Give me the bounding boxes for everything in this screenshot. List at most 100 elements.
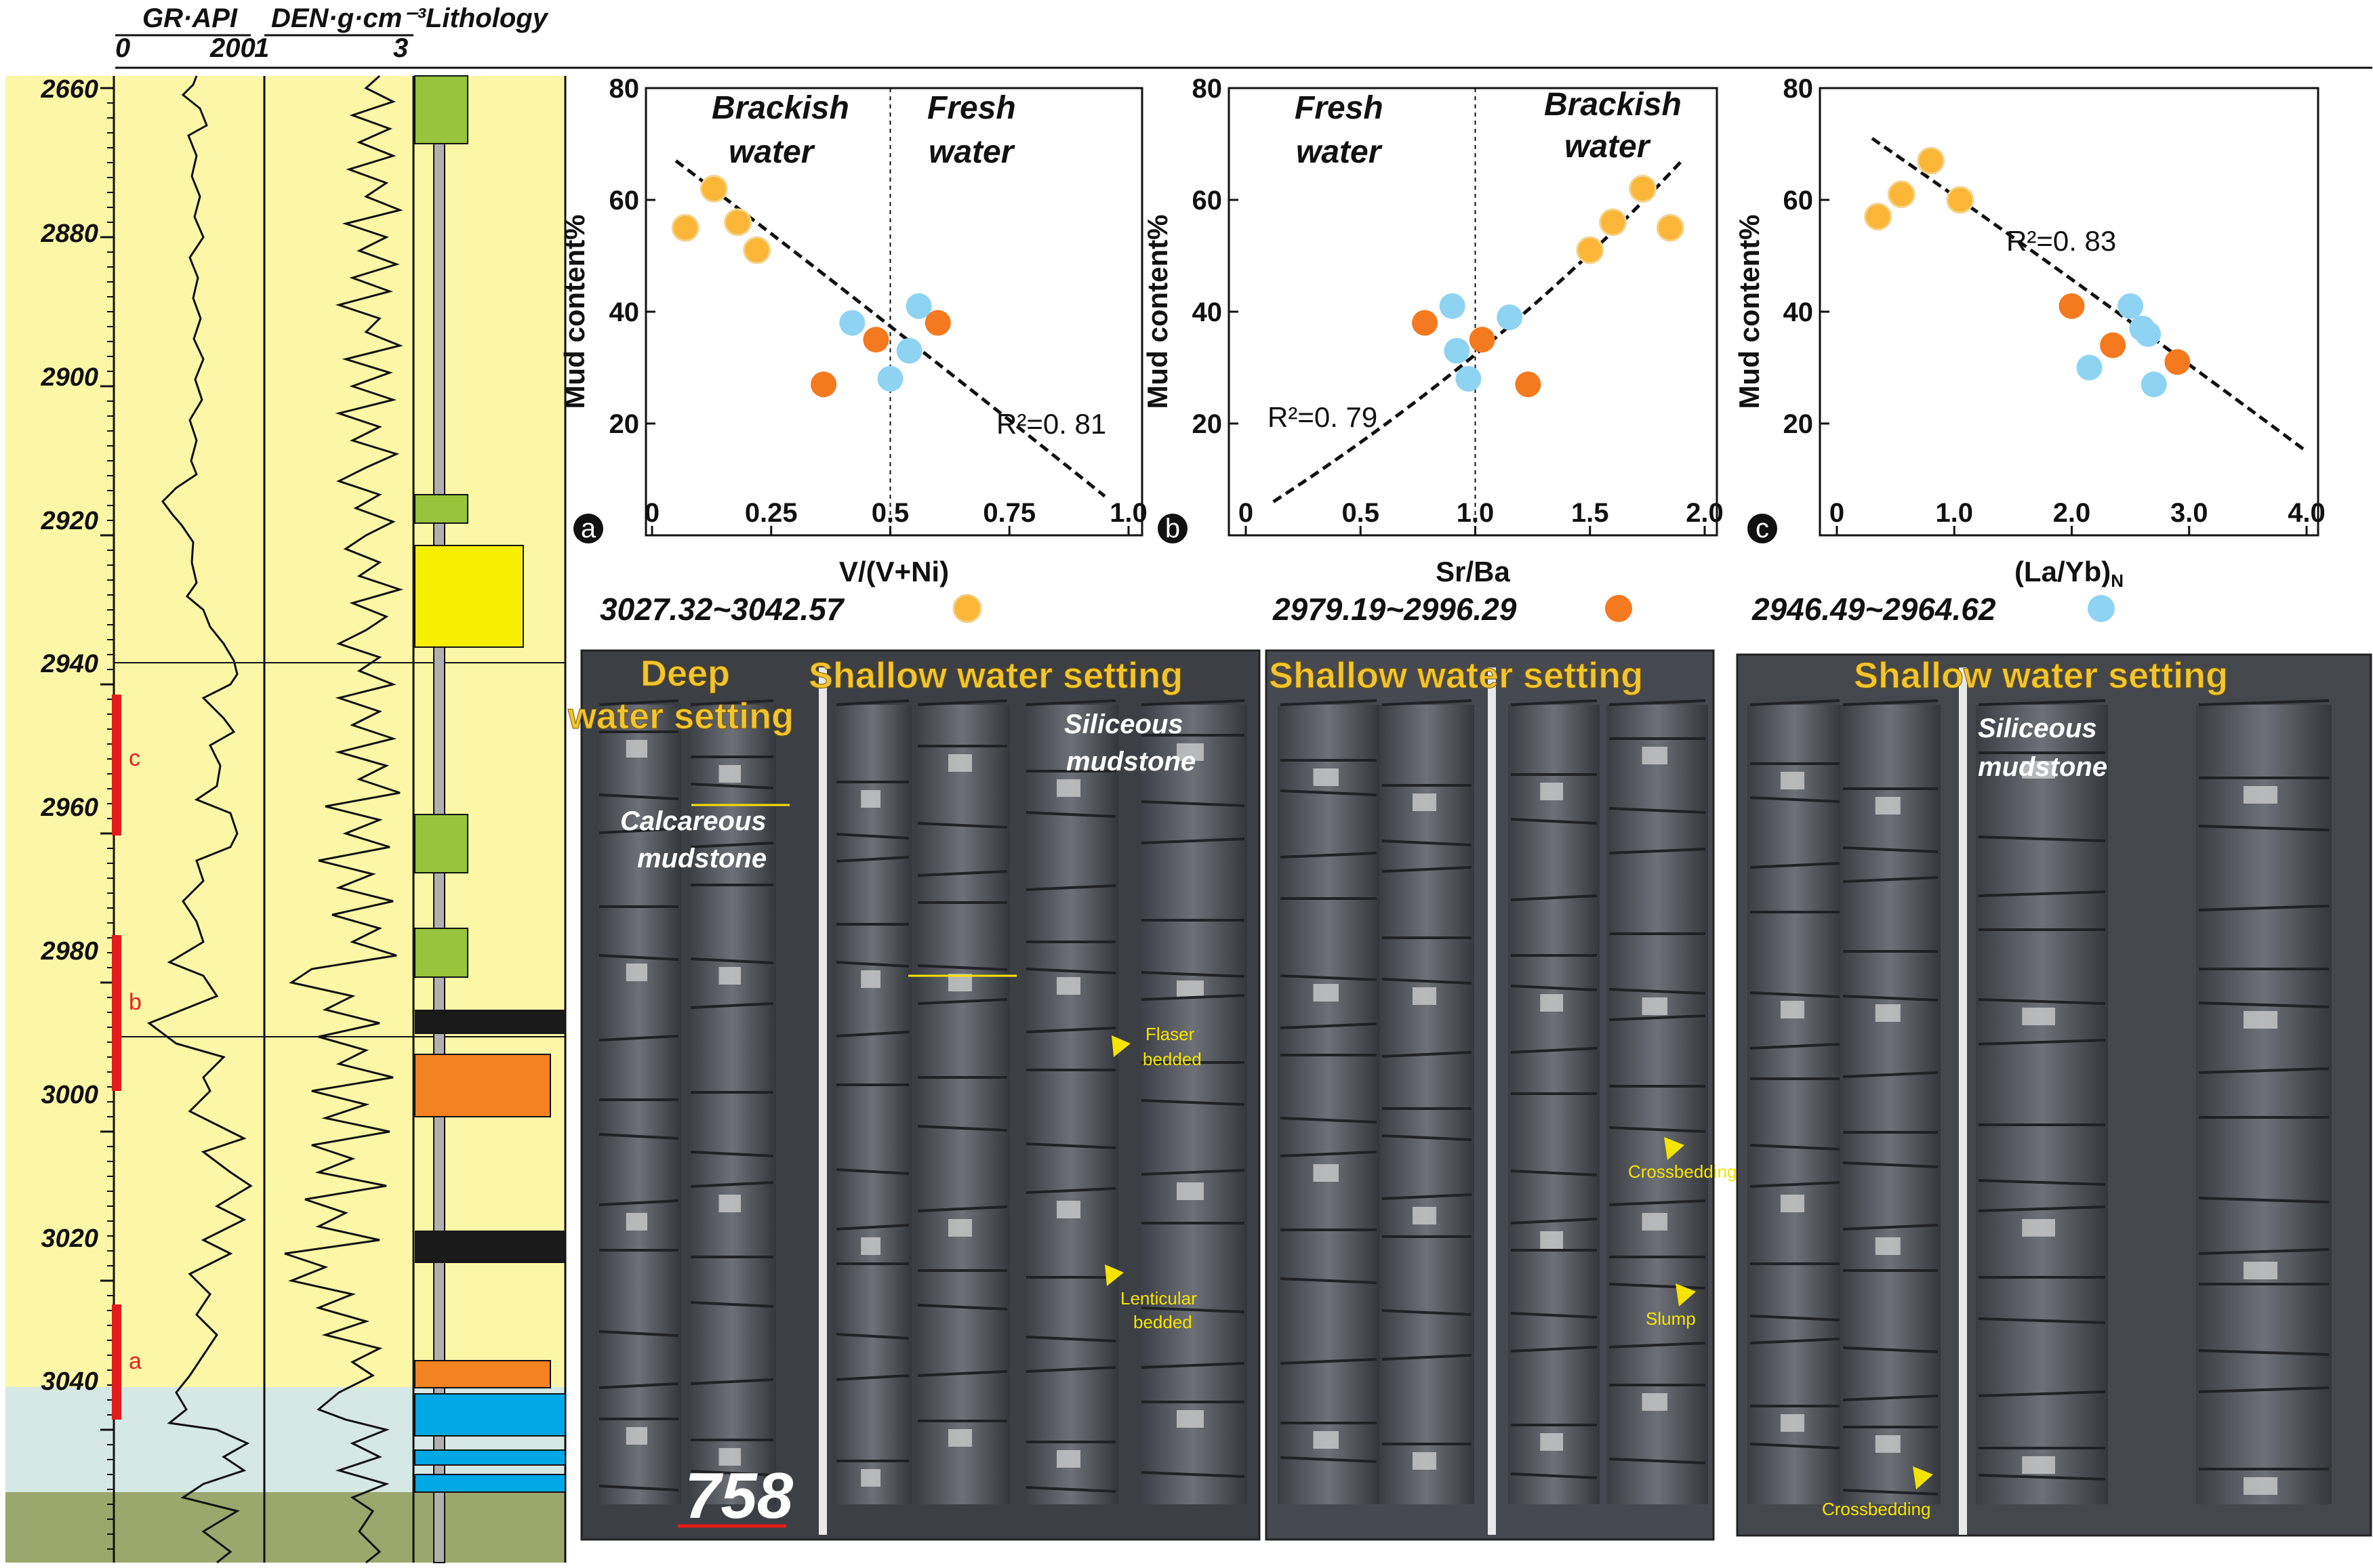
panel-letter-badge [1747, 514, 1777, 543]
core-column [1747, 699, 1842, 1504]
zone-label: water [1564, 129, 1651, 165]
panel-letter: b [1165, 514, 1180, 543]
data-point [1599, 208, 1627, 236]
well-log-panel: GR·API DEN·g·cm⁻³ Lithology 0 200 1 3 26… [5, 3, 2372, 1564]
legend-marker-3 [2088, 595, 2115, 622]
den-header: DEN·g·cm⁻³ [271, 3, 426, 33]
note-siliceous: Siliceous [1978, 714, 2097, 743]
core-column [1379, 699, 1474, 1504]
note-mudstone: mudstone [1066, 747, 1196, 777]
den-scale-max: 3 [393, 33, 408, 63]
anno-bedded: bedded [1133, 1312, 1192, 1332]
zone-label: water [729, 134, 815, 170]
core-column [1840, 699, 1941, 1504]
y-tick-label: 40 [609, 297, 640, 327]
note-calcareous: Calcareous [620, 806, 767, 836]
den-curve [284, 75, 404, 1564]
core-column [1023, 699, 1118, 1504]
x-tick-label: 1.5 [1571, 498, 1609, 528]
x-tick-label: 2.0 [1686, 498, 1724, 528]
y-tick-label: 60 [1783, 186, 1814, 215]
core-column [1508, 699, 1600, 1504]
depth-label: 3020 [41, 1224, 98, 1253]
scale-tape [819, 667, 827, 1535]
lith-block-black [415, 1231, 565, 1263]
legend-marker-2 [1605, 595, 1632, 622]
legend-label-2: 2979.19~2996.29 [1272, 592, 1517, 627]
anno-slump: Slump [1646, 1308, 1696, 1329]
y-tick-label: 80 [609, 74, 640, 104]
core-column [834, 699, 912, 1504]
y-tick-label: 40 [1783, 297, 1814, 327]
core-columns [596, 699, 2332, 1504]
y-axis-label: Mud content% [1733, 215, 1765, 409]
data-point [2100, 332, 2126, 358]
data-point [925, 310, 951, 336]
y-tick-label: 40 [1192, 297, 1223, 327]
trend-line [674, 159, 1106, 498]
arrow-icon [1105, 1264, 1124, 1286]
x-tick-label: 3.0 [2170, 498, 2208, 528]
data-point [1469, 327, 1495, 353]
note-siliceous: Siliceous [1064, 709, 1183, 739]
core-column [596, 699, 681, 1504]
r-squared-label: R²=0. 83 [2006, 225, 2116, 257]
gr-scale-min: 0 [115, 33, 130, 63]
data-point [2164, 349, 2191, 375]
data-point [2135, 321, 2162, 347]
data-point [2141, 371, 2167, 398]
core-column [1278, 699, 1379, 1504]
interval-label-c: c [129, 745, 140, 771]
interval-label-b: b [129, 989, 142, 1015]
depth-label: 2980 [40, 937, 98, 966]
depth-label: 2940 [40, 650, 98, 678]
data-point [1629, 175, 1657, 203]
legend-marker-1 [952, 594, 982, 623]
data-point [1444, 337, 1470, 364]
zone-label: water [929, 134, 1015, 170]
data-point [839, 310, 866, 336]
core-column [1976, 699, 2108, 1504]
core-photos: Deep water setting Shallow water setting… [567, 649, 2372, 1541]
scale-tape [1488, 667, 1496, 1535]
lith-block-blue [414, 1449, 566, 1466]
data-point [1497, 304, 1523, 331]
panel-letter: c [1756, 514, 1769, 543]
photo-title-shallow-3: Shallow water setting [1854, 655, 2228, 696]
depth-ticks [100, 87, 114, 1550]
x-tick-label: 4.0 [2288, 498, 2326, 528]
lith-block-orange [414, 1054, 551, 1117]
note-mudstone: mudstone [1978, 752, 2107, 782]
x-tick-label: 0 [1829, 498, 1844, 528]
y-tick-label: 80 [1783, 74, 1814, 104]
note-mudstone: mudstone [637, 844, 767, 873]
interval-bar-b [112, 935, 121, 1091]
lithology-header: Lithology [426, 3, 549, 33]
interval-bar-c [112, 695, 121, 835]
base-zone [5, 1492, 565, 1563]
data-point [743, 236, 771, 264]
x-tick-label: 0 [1238, 498, 1253, 528]
r-squared-label: R²=0. 79 [1267, 401, 1377, 433]
lith-block-blue [414, 1474, 566, 1493]
depth-label: 3040 [41, 1367, 98, 1396]
x-tick-label: 0 [645, 498, 660, 528]
x-tick-label: 1.0 [1935, 498, 1973, 528]
data-point [1864, 203, 1892, 231]
data-point [863, 327, 889, 353]
arrow-icon [1664, 1137, 1684, 1160]
lith-block-orange [414, 1360, 551, 1388]
core-number: 758 [685, 1460, 794, 1532]
core-column [915, 699, 1010, 1504]
data-point [877, 366, 904, 392]
depth-label: 2880 [40, 220, 98, 248]
data-point [1887, 180, 1915, 209]
data-point [2076, 354, 2103, 381]
x-tick-label: 0.25 [745, 498, 798, 528]
data-point [1515, 371, 1541, 398]
core-column [688, 699, 776, 1504]
data-point [1455, 366, 1482, 392]
